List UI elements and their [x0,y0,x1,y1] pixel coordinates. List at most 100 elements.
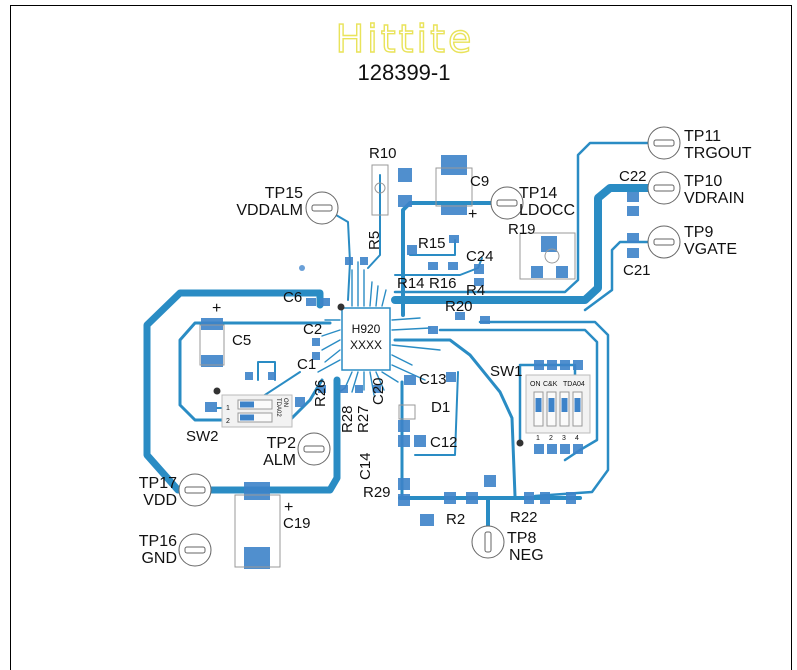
sw2-pos-2: 2 [226,418,230,425]
tp9-id: TP9 [684,224,713,241]
board-outline [10,5,792,670]
pad-r16 [448,262,458,270]
tp2-pad[interactable] [297,432,331,466]
sw2-pin1-dot [213,387,221,395]
tp8-name: NEG [509,547,544,564]
via-dot [299,265,305,271]
pad-r20-c [428,326,438,334]
trace-c12 [414,371,459,456]
pad-c12-a [398,435,410,447]
pad-c9-a [441,155,467,175]
label-r19: R19 [508,221,536,238]
sw2-lever-2[interactable] [237,412,273,423]
sw1-pin1-dot [516,439,524,447]
tp8-pad[interactable] [471,525,505,559]
tp15-name: VDDALM [236,202,303,219]
sw2-pos-1: 1 [226,405,230,412]
pad-r27 [355,385,363,393]
pad-sw1-b2 [547,444,557,454]
pad-r19-b [531,266,543,278]
tp2-name: ALM [263,452,296,469]
tp15-pad[interactable] [305,191,339,225]
tp8-id: TP8 [507,530,536,547]
tp10-pad[interactable] [647,171,681,205]
pad-c22-a [627,192,639,202]
tp15-id: TP15 [265,185,303,202]
sw1-on-label: ON [530,381,541,388]
pad-sw2-a [205,402,217,412]
pad-r19-c [556,266,568,278]
sw1-pos-1: 1 [536,435,540,442]
pad-sw2-b [295,397,305,407]
label-c2: C2 [303,321,322,338]
tp17-name: VDD [143,492,177,509]
tp11-pad[interactable] [647,126,681,160]
sw2-lever-1[interactable] [237,399,273,410]
pad-r2-a [420,514,434,526]
tp10-id: TP10 [684,173,722,190]
r19-dial [544,248,560,264]
trace-sw1-bus-a [478,320,610,498]
pad-c13-b [446,372,456,382]
tp14-pad[interactable] [490,186,524,220]
label-r16: R16 [429,275,457,292]
ic-body [341,307,391,371]
pad-c24-a [474,264,484,274]
label-c9: C9 [470,173,489,190]
tp14-id: TP14 [519,185,557,202]
tp17-pad[interactable] [178,473,212,507]
label-c20: C20 [370,377,387,405]
label-r14: R14 [397,275,425,292]
c9-outline [435,167,473,207]
trace-r14-r16 [394,257,483,276]
trace-c1 [257,361,276,381]
label-c14: C14 [357,452,374,480]
sw2-model: TDA02 [275,398,281,417]
label-sw2: SW2 [186,428,219,445]
label-c1: C1 [297,356,316,373]
ic-label-top: H920 [352,322,381,336]
tp11-name: TRGOUT [684,145,752,162]
pad-c1b-b [268,372,276,380]
tp11-id: TP11 [684,128,721,145]
sw1-pos-4: 4 [575,435,579,442]
ic-h920: H920 XXXX [337,303,391,371]
pad-c1-a [312,338,320,346]
trace-trgout [393,141,667,294]
pad-c6-a [306,298,316,306]
trace-vdd-loop [143,289,341,494]
pad-c21-a [627,233,639,243]
ic-fanout [317,261,441,396]
ic-label-bottom: XXXX [350,338,382,352]
trace-inner-loop [178,321,332,422]
pad-c1b-a [245,372,253,380]
pad-sw1-t2 [547,360,557,370]
sw1-model: TDA04 [563,381,585,388]
label-r2: R2 [446,511,465,528]
c9-plus: + [468,206,477,223]
label-d1: D1 [431,399,450,416]
sw2-dip-switch: 1 2 ON TDA02 [213,387,293,428]
pad-r14 [428,262,438,270]
pad-c1-b [312,352,320,360]
pad-c21-b [627,248,639,258]
sw1-pos-2: 2 [549,435,553,442]
pad-sw1-t3 [560,360,570,370]
test-point-symbols [178,126,681,567]
tp9-pad[interactable] [647,225,681,259]
tp16-pad[interactable] [178,533,212,567]
label-r29: R29 [363,484,391,501]
pad-r20-b [480,316,490,324]
tp2-id: TP2 [267,435,296,452]
pad-c19-b [244,547,270,569]
sw1-brand: C&K [543,381,558,388]
pad-r29-a [398,478,410,490]
tp16-id: TP16 [139,533,177,550]
ic-pin1-dot [337,303,345,311]
pad-sw1-t4 [573,360,583,370]
tp17-id: TP17 [139,475,177,492]
pad-r22-d [566,492,576,504]
pad-d1 [398,420,410,432]
sw2-on-label: ON [282,398,288,407]
